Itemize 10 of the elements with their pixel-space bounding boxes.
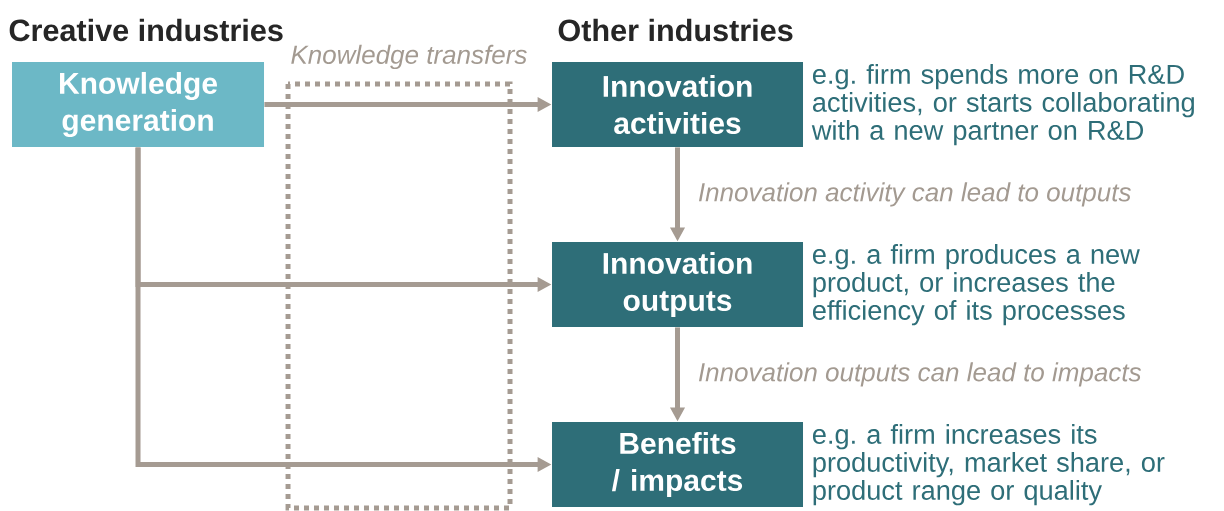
description-text: e.g. a firm produces a new product, or increases the efficiency of its processes bbox=[812, 244, 1140, 326]
edge-label: Innovation activity can lead to outputs bbox=[695, 180, 1134, 209]
description-text: e.g. firm spends more on R&D activities, or starts collaborating with a new partner on R&D bbox=[811, 64, 1194, 146]
frame-caption: Knowledge transfers bbox=[291, 44, 527, 70]
process-box: Benefits / impacts bbox=[552, 422, 803, 507]
process-box: Innovation outputs bbox=[552, 242, 803, 327]
process-box: Innovation activities bbox=[552, 62, 803, 147]
description-text: e.g. a firm increases its productivity, market share, or product range or quality bbox=[812, 424, 1165, 506]
process-box: Knowledge generation bbox=[12, 62, 264, 147]
edge-label: Innovation outputs can lead to impacts bbox=[695, 360, 1144, 389]
